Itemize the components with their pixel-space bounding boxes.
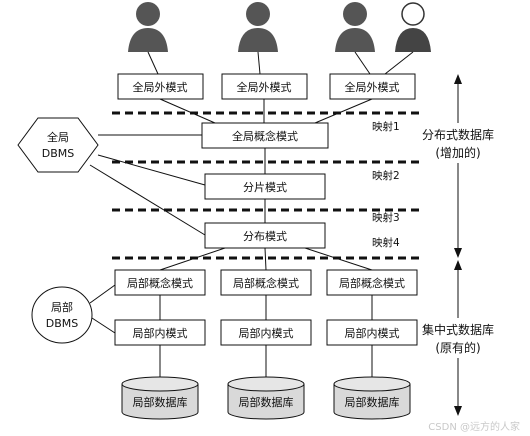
external-schema-label-1: 全局外模式 (133, 80, 188, 94)
external-schema-label-3: 全局外模式 (345, 80, 400, 94)
user-icon-2 (238, 2, 278, 52)
local-database-1: 局部数据库 (121, 376, 199, 420)
watermark: CSDN @远方的人家 (428, 420, 520, 433)
local-dbms-label-line2: DBMS (46, 317, 79, 330)
local-conceptual-schema-label-1: 局部概念模式 (127, 276, 193, 290)
allocation-schema-label: 分布模式 (243, 230, 287, 243)
distributed-bracket (454, 74, 462, 258)
fragmentation-schema-label: 分片模式 (243, 181, 287, 194)
local-internal-schema-box-1: 局部内模式 (114, 319, 206, 346)
local-database-3: 局部数据库 (333, 376, 411, 420)
local-dbms-label-line1: 局部 (51, 300, 73, 314)
local-conceptual-schema-box-3: 局部概念模式 (326, 269, 418, 296)
user-icon-1 (128, 2, 168, 52)
centralized-db-sublabel: (原有的) (435, 340, 480, 355)
global-conceptual-schema-box: 全局概念模式 (201, 122, 329, 149)
mapping-label-1: 映射1 (372, 120, 400, 133)
distributed-db-sublabel: (增加的) (435, 145, 480, 160)
local-conceptual-schema-label-2: 局部概念模式 (233, 276, 299, 290)
local-database-label-2: 局部数据库 (239, 395, 294, 409)
local-database-label-1: 局部数据库 (133, 395, 188, 409)
local-conceptual-schema-box-1: 局部概念模式 (114, 269, 206, 296)
local-dbms-circle: 局部 DBMS (31, 286, 93, 344)
local-conceptual-schema-box-2: 局部概念模式 (220, 269, 312, 296)
local-database-2: 局部数据库 (227, 376, 305, 420)
global-dbms-label-line2: DBMS (42, 147, 75, 160)
mapping-label-4: 映射4 (372, 236, 400, 249)
local-database-label-3: 局部数据库 (345, 395, 400, 409)
local-internal-schema-box-2: 局部内模式 (220, 319, 312, 346)
local-internal-schema-box-3: 局部内模式 (326, 319, 418, 346)
allocation-schema-box: 分布模式 (204, 222, 326, 249)
global-dbms-hexagon: 全局 DBMS (17, 117, 99, 173)
distributed-db-label: 分布式数据库 (422, 127, 494, 142)
user-icon-4 (395, 2, 431, 52)
local-internal-schema-label-2: 局部内模式 (239, 326, 294, 340)
fragmentation-schema-box: 分片模式 (204, 173, 326, 200)
global-dbms-label-line1: 全局 (47, 130, 69, 144)
external-schema-box-2: 全局外模式 (221, 73, 308, 100)
mapping-label-3: 映射3 (372, 211, 400, 224)
local-internal-schema-label-1: 局部内模式 (133, 326, 188, 340)
global-conceptual-schema-label: 全局概念模式 (232, 129, 298, 143)
external-schema-label-2: 全局外模式 (237, 80, 292, 94)
local-conceptual-schema-label-3: 局部概念模式 (339, 276, 405, 290)
external-schema-box-3: 全局外模式 (329, 73, 416, 100)
local-internal-schema-label-3: 局部内模式 (345, 326, 400, 340)
centralized-db-label: 集中式数据库 (422, 322, 494, 337)
user-icon-3 (335, 2, 375, 52)
mapping-label-2: 映射2 (372, 169, 400, 182)
external-schema-box-1: 全局外模式 (117, 73, 204, 100)
